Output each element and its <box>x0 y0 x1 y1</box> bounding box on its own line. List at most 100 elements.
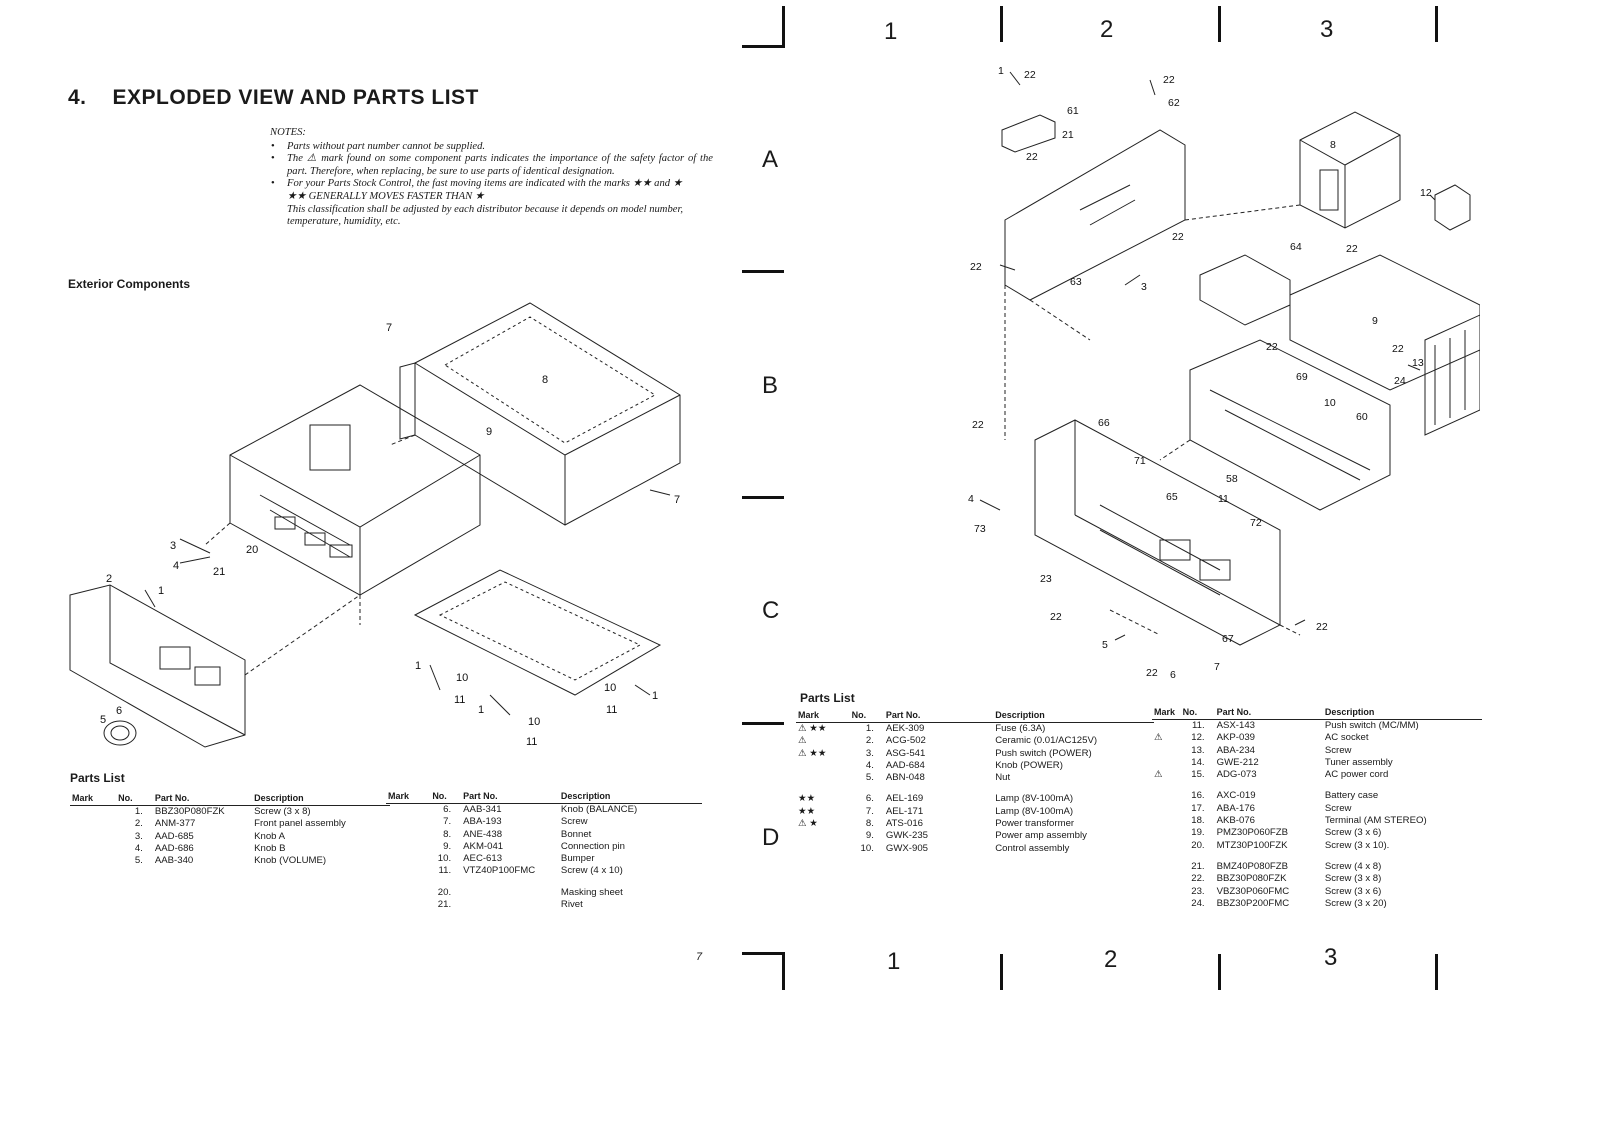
cell-part: AEL-169 <box>885 793 924 805</box>
column-header-no: No. <box>116 793 153 806</box>
callout-label: 60 <box>1356 411 1368 423</box>
cell-no: 13. <box>1191 744 1205 756</box>
cell-desc: Fuse (6.3A) <box>995 723 1046 734</box>
callout-label: 71 <box>1134 455 1146 467</box>
cell-desc: Lamp (8V-100mA) <box>995 793 1074 805</box>
grid-divider <box>1218 6 1221 42</box>
callout-label: 73 <box>974 523 986 535</box>
cell-desc: Nut <box>995 772 1011 784</box>
cell-no: 24. <box>1191 897 1205 909</box>
callout-label: 9 <box>486 426 492 438</box>
exterior-callouts: 7 8 9 7 3 4 20 21 2 1 6 5 1 10 11 1 10 1… <box>100 322 680 748</box>
callout-label: 10 <box>604 682 616 694</box>
cell-desc: Push switch (POWER) <box>995 747 1092 759</box>
spacer-cell <box>386 878 702 887</box>
cell-part: ADG-073 <box>1216 769 1257 781</box>
cell-part: ABA-176 <box>1216 802 1256 814</box>
page-title: 4. EXPLODED VIEW AND PARTS LIST <box>68 86 479 110</box>
cell-part: ACG-502 <box>885 735 926 747</box>
cell-desc: AC socket <box>1324 732 1369 744</box>
cell-desc: Power amp assembly <box>995 830 1087 842</box>
cell-mark: ⚠ <box>1154 769 1163 781</box>
cell-part: ASX-143 <box>1216 720 1256 731</box>
callout-label: 21 <box>1062 129 1074 141</box>
section-number: 4. <box>68 86 87 109</box>
column-header-desc: Description <box>993 710 1154 723</box>
cell-desc: Lamp (8V-100mA) <box>995 805 1074 817</box>
cell-no: 20. <box>437 886 452 898</box>
grid-column-label: 2 <box>1104 946 1118 973</box>
cell-part: ATS-016 <box>885 818 924 830</box>
cell-no: 3. <box>134 830 143 842</box>
cell-mark <box>70 843 116 855</box>
callout-label: 11 <box>606 704 617 716</box>
cell-no: 1. <box>134 806 143 817</box>
page-number: 7 <box>696 951 703 963</box>
cell-part: AKB-076 <box>1216 815 1256 827</box>
table-spacer <box>1152 781 1482 790</box>
cell-mark <box>1152 827 1181 839</box>
callout-label: 22 <box>1316 621 1328 633</box>
cell-part <box>461 887 559 899</box>
cell-part: AXC-019 <box>1216 790 1256 802</box>
cell-desc: Knob A <box>254 830 286 842</box>
cell-no: 6. <box>865 793 874 805</box>
notes-heading: NOTES: <box>270 127 306 138</box>
grid-row-label: D <box>762 824 780 851</box>
table-spacer <box>796 784 1154 793</box>
cell-part: AAD-684 <box>885 759 925 771</box>
cell-no: 15. <box>1191 769 1205 781</box>
cell-part: ABA-193 <box>463 816 502 828</box>
cell-mark <box>386 887 430 899</box>
callout-label: 11 <box>1218 493 1229 505</box>
grid-divider <box>1435 954 1438 990</box>
callout-label: 20 <box>246 544 258 556</box>
cell-part: ASG-541 <box>885 747 926 759</box>
callout-label: 10 <box>456 672 468 684</box>
cell-no: 20. <box>1191 839 1205 851</box>
callout-label: 63 <box>1070 276 1082 288</box>
cell-desc: Knob B <box>254 842 286 854</box>
cell-mark <box>386 829 430 841</box>
cell-part: GWK-235 <box>885 830 928 842</box>
section-title: EXPLODED VIEW AND PARTS LIST <box>112 86 479 109</box>
cell-part: VBZ30P060FMC <box>1216 885 1290 897</box>
callout-label: 1 <box>478 704 484 716</box>
cell-part: BBZ30P200FMC <box>1216 897 1290 909</box>
cell-no: 17. <box>1191 802 1205 814</box>
cell-desc: Masking sheet <box>560 886 623 898</box>
grid-column-label: 3 <box>1320 16 1334 43</box>
callout-label: 6 <box>1170 669 1176 681</box>
cell-desc: Screw <box>1324 744 1352 756</box>
parts-list-heading: Parts List <box>70 771 125 785</box>
column-header-desc: Description <box>558 791 702 804</box>
cell-no: 14. <box>1191 756 1205 768</box>
column-header-desc: Description <box>1322 707 1482 720</box>
callout-label: 6 <box>116 705 122 717</box>
cell-no: 1. <box>865 723 874 734</box>
grid-column-label: 1 <box>887 948 901 975</box>
cell-mark <box>796 843 850 855</box>
cell-desc: Screw (3 x 8) <box>254 806 311 817</box>
spacer-cell <box>796 784 1154 793</box>
cell-mark <box>1152 720 1181 733</box>
note-bullet: For your Parts Stock Control, the fast m… <box>270 178 713 191</box>
cell-no: 21. <box>437 899 452 911</box>
cell-part: BBZ30P080FZK <box>1216 873 1287 885</box>
